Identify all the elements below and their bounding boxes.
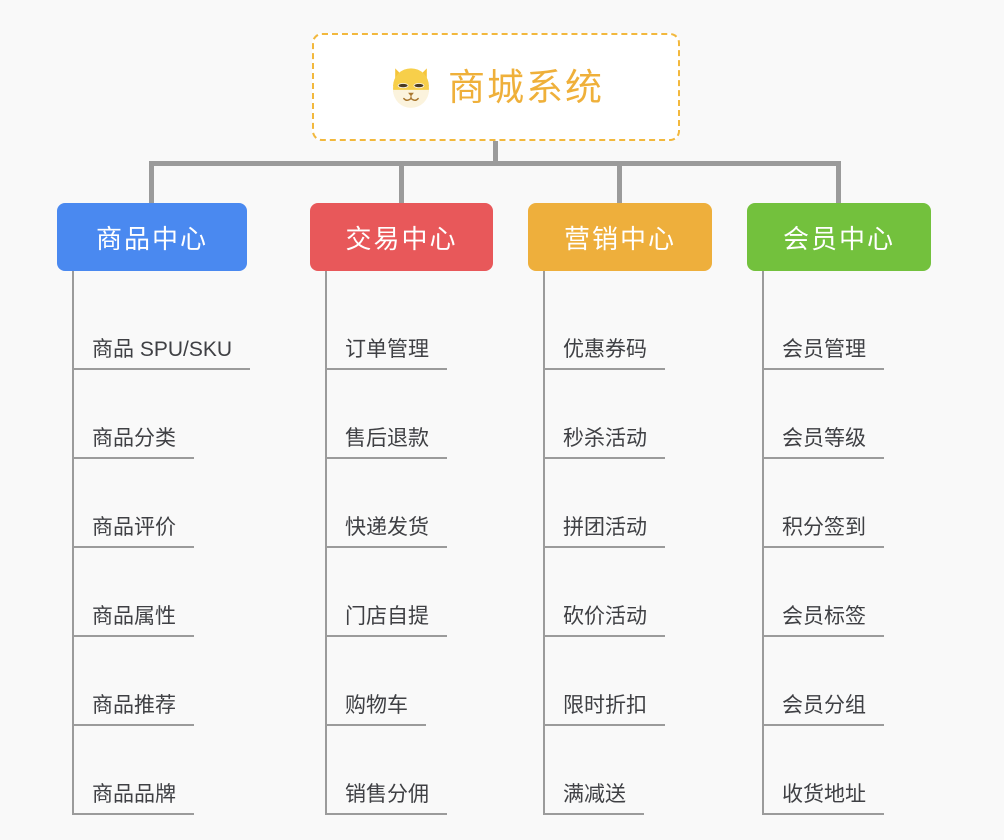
- shiba-dog-icon: [388, 64, 434, 110]
- leaf-label: 积分签到: [764, 516, 884, 548]
- list-item[interactable]: 收货地址: [764, 726, 931, 815]
- leaf-list-product: 商品 SPU/SKU 商品分类 商品评价 商品属性 商品推荐 商品品牌: [72, 271, 251, 815]
- leaf-label: 商品分类: [74, 427, 194, 459]
- list-item[interactable]: 满减送: [545, 726, 712, 815]
- leaf-label: 订单管理: [327, 338, 447, 370]
- list-item[interactable]: 销售分佣: [327, 726, 493, 815]
- root-node[interactable]: 商城系统: [312, 33, 680, 141]
- list-item[interactable]: 门店自提: [327, 548, 493, 637]
- list-item[interactable]: 会员管理: [764, 281, 931, 370]
- leaf-list-trade: 订单管理 售后退款 快递发货 门店自提 购物车 销售分佣: [325, 271, 493, 815]
- list-item[interactable]: 商品评价: [74, 459, 247, 548]
- connector-drop-4: [836, 161, 841, 203]
- leaf-label: 满减送: [545, 783, 644, 815]
- leaf-label: 门店自提: [327, 605, 447, 637]
- connector-drop-3: [617, 161, 622, 203]
- leaf-label: 会员等级: [764, 427, 884, 459]
- leaf-label: 拼团活动: [545, 516, 665, 548]
- leaf-label: 商品推荐: [74, 694, 194, 726]
- category-column-marketing: 营销中心 优惠券码 秒杀活动 拼团活动 砍价活动 限时折扣 满减送: [528, 203, 712, 815]
- leaf-label: 商品属性: [74, 605, 194, 637]
- list-item[interactable]: 限时折扣: [545, 637, 712, 726]
- list-item[interactable]: 会员等级: [764, 370, 931, 459]
- leaf-list-member: 会员管理 会员等级 积分签到 会员标签 会员分组 收货地址: [762, 271, 931, 815]
- leaf-label: 砍价活动: [545, 605, 665, 637]
- connector-drop-2: [399, 161, 404, 203]
- leaf-label: 购物车: [327, 694, 426, 726]
- leaf-label: 商品 SPU/SKU: [74, 338, 251, 370]
- list-item[interactable]: 秒杀活动: [545, 370, 712, 459]
- list-item[interactable]: 积分签到: [764, 459, 931, 548]
- list-item[interactable]: 购物车: [327, 637, 493, 726]
- category-column-trade: 交易中心 订单管理 售后退款 快递发货 门店自提 购物车 销售分佣: [310, 203, 493, 815]
- category-header-member[interactable]: 会员中心: [747, 203, 931, 271]
- connector-horizontal-bus: [149, 161, 841, 166]
- list-item[interactable]: 商品属性: [74, 548, 247, 637]
- connector-drop-1: [149, 161, 154, 203]
- list-item[interactable]: 商品品牌: [74, 726, 247, 815]
- leaf-label: 优惠券码: [545, 338, 665, 370]
- connector-root-stem: [493, 141, 498, 165]
- category-header-trade[interactable]: 交易中心: [310, 203, 493, 271]
- list-item[interactable]: 会员标签: [764, 548, 931, 637]
- leaf-label: 商品品牌: [74, 783, 194, 815]
- list-item[interactable]: 拼团活动: [545, 459, 712, 548]
- leaf-label: 会员分组: [764, 694, 884, 726]
- list-item[interactable]: 快递发货: [327, 459, 493, 548]
- category-header-marketing[interactable]: 营销中心: [528, 203, 712, 271]
- leaf-label: 销售分佣: [327, 783, 447, 815]
- list-item[interactable]: 订单管理: [327, 281, 493, 370]
- leaf-label: 秒杀活动: [545, 427, 665, 459]
- list-item[interactable]: 砍价活动: [545, 548, 712, 637]
- list-item[interactable]: 会员分组: [764, 637, 931, 726]
- list-item[interactable]: 商品推荐: [74, 637, 247, 726]
- list-item[interactable]: 商品分类: [74, 370, 247, 459]
- leaf-label: 会员标签: [764, 605, 884, 637]
- leaf-label: 售后退款: [327, 427, 447, 459]
- list-item[interactable]: 售后退款: [327, 370, 493, 459]
- root-title: 商城系统: [448, 66, 604, 108]
- category-column-product: 商品中心 商品 SPU/SKU 商品分类 商品评价 商品属性 商品推荐 商品品牌: [57, 203, 251, 815]
- category-header-product[interactable]: 商品中心: [57, 203, 247, 271]
- list-item[interactable]: 优惠券码: [545, 281, 712, 370]
- list-item[interactable]: 商品 SPU/SKU: [74, 281, 251, 370]
- leaf-label: 会员管理: [764, 338, 884, 370]
- leaf-label: 商品评价: [74, 516, 194, 548]
- leaf-label: 限时折扣: [545, 694, 665, 726]
- leaf-label: 快递发货: [327, 516, 447, 548]
- leaf-label: 收货地址: [764, 783, 884, 815]
- leaf-list-marketing: 优惠券码 秒杀活动 拼团活动 砍价活动 限时折扣 满减送: [543, 271, 712, 815]
- category-column-member: 会员中心 会员管理 会员等级 积分签到 会员标签 会员分组 收货地址: [747, 203, 931, 815]
